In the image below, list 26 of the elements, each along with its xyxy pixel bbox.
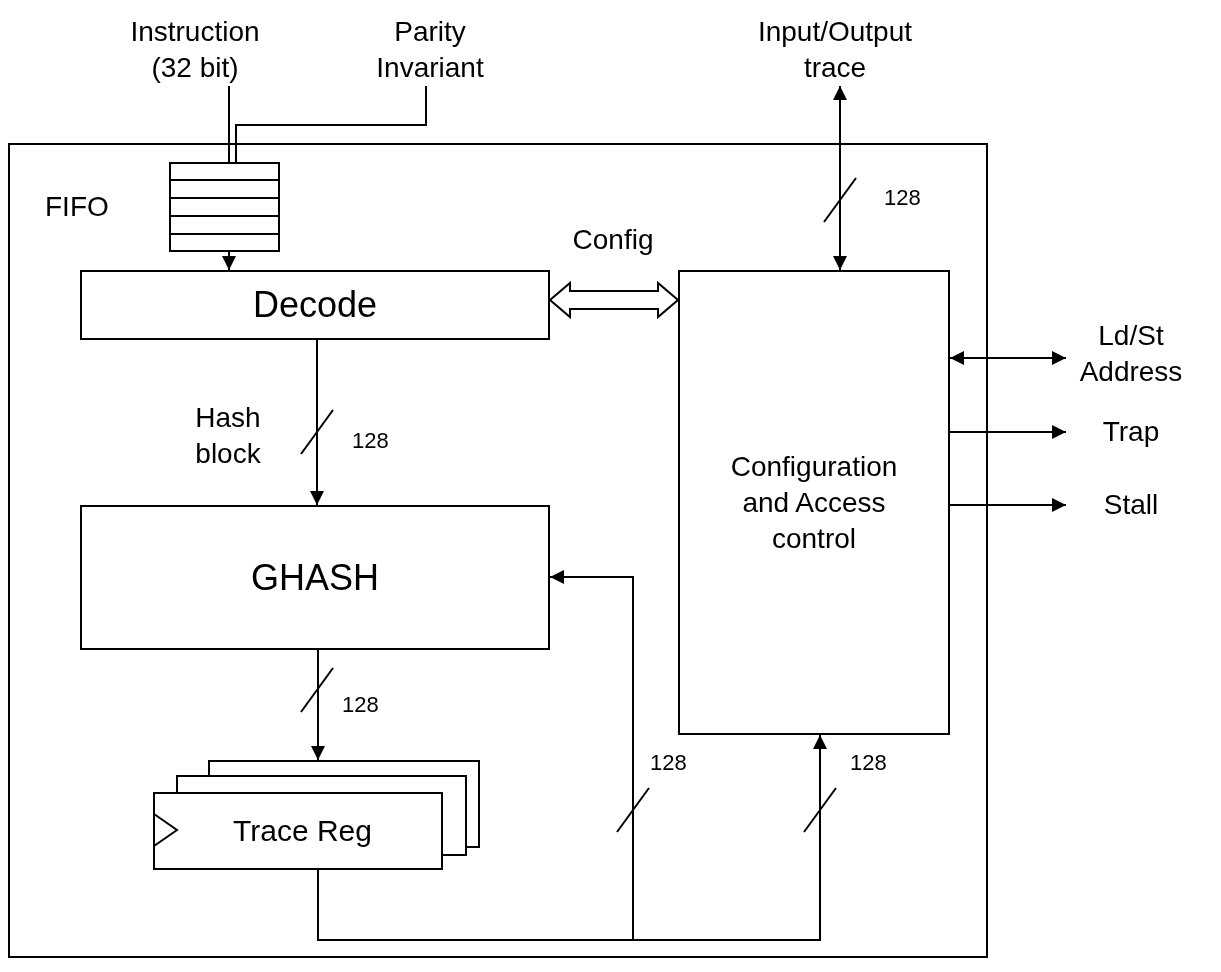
arrow bbox=[949, 425, 1067, 439]
signal-label: Trap bbox=[1066, 414, 1196, 450]
signal-label: Ld/St Address bbox=[1066, 318, 1196, 390]
arrow bbox=[317, 734, 827, 941]
process-box bbox=[80, 270, 550, 340]
block-label: Configuration and Access control bbox=[729, 449, 899, 556]
signal-label: Stall bbox=[1066, 487, 1196, 523]
block-label: Trace Reg bbox=[233, 813, 372, 849]
double-bus-arrow bbox=[548, 280, 680, 320]
arrow bbox=[310, 339, 324, 506]
connector-line bbox=[228, 85, 230, 163]
arrow bbox=[949, 498, 1067, 512]
block-label: GHASH bbox=[251, 559, 379, 596]
connector-line bbox=[235, 85, 427, 163]
signal-label: Instruction (32 bit) bbox=[115, 14, 275, 86]
process-box bbox=[678, 270, 950, 735]
process-box bbox=[80, 505, 550, 650]
block-label: Decode bbox=[252, 287, 378, 323]
arrow bbox=[222, 251, 236, 271]
arrow bbox=[833, 85, 847, 271]
arrow bbox=[949, 351, 1067, 365]
block-label: FIFO bbox=[45, 190, 109, 224]
signal-label: Input/Output trace bbox=[730, 14, 940, 86]
arrow bbox=[311, 649, 325, 761]
signal-label: Parity Invariant bbox=[360, 14, 500, 86]
block-boundary bbox=[8, 143, 988, 958]
